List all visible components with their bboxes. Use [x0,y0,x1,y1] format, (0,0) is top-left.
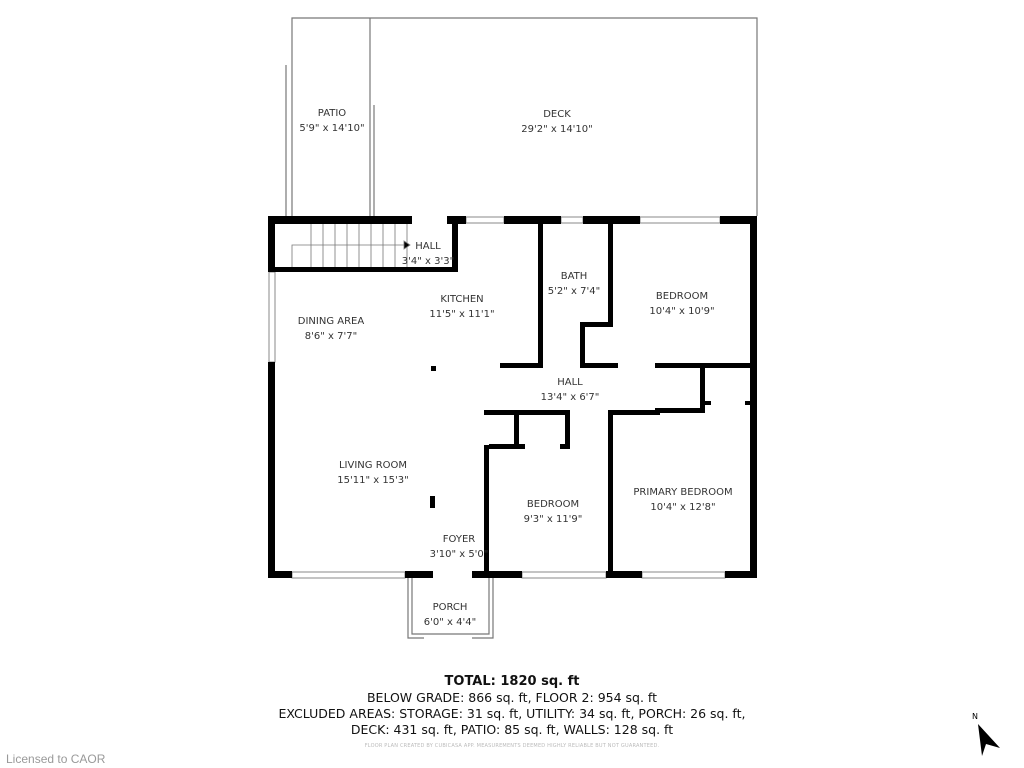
porch-outline [407,578,494,639]
disclaimer: FLOOR PLAN CREATED BY CUBICASA APP. MEAS… [364,743,660,749]
summary-line-2: EXCLUDED AREAS: STORAGE: 31 sq. ft, UTIL… [278,706,746,721]
summary-line-1: BELOW GRADE: 866 sq. ft, FLOOR 2: 954 sq… [366,690,658,705]
deck-patio-outline [285,17,758,216]
staircase [291,224,411,267]
total-area: TOTAL: 1820 sq. ft [444,674,580,689]
svg-text:N: N [972,712,978,721]
north-arrow-icon: N [972,712,1000,756]
walls [268,216,757,578]
summary-line-3: DECK: 431 sq. ft, PATIO: 85 sq. ft, WALL… [350,722,674,737]
license-watermark: Licensed to CAOR [6,752,106,766]
area-summary: TOTAL: 1820 sq. ft BELOW GRADE: 866 sq. … [0,674,1024,738]
